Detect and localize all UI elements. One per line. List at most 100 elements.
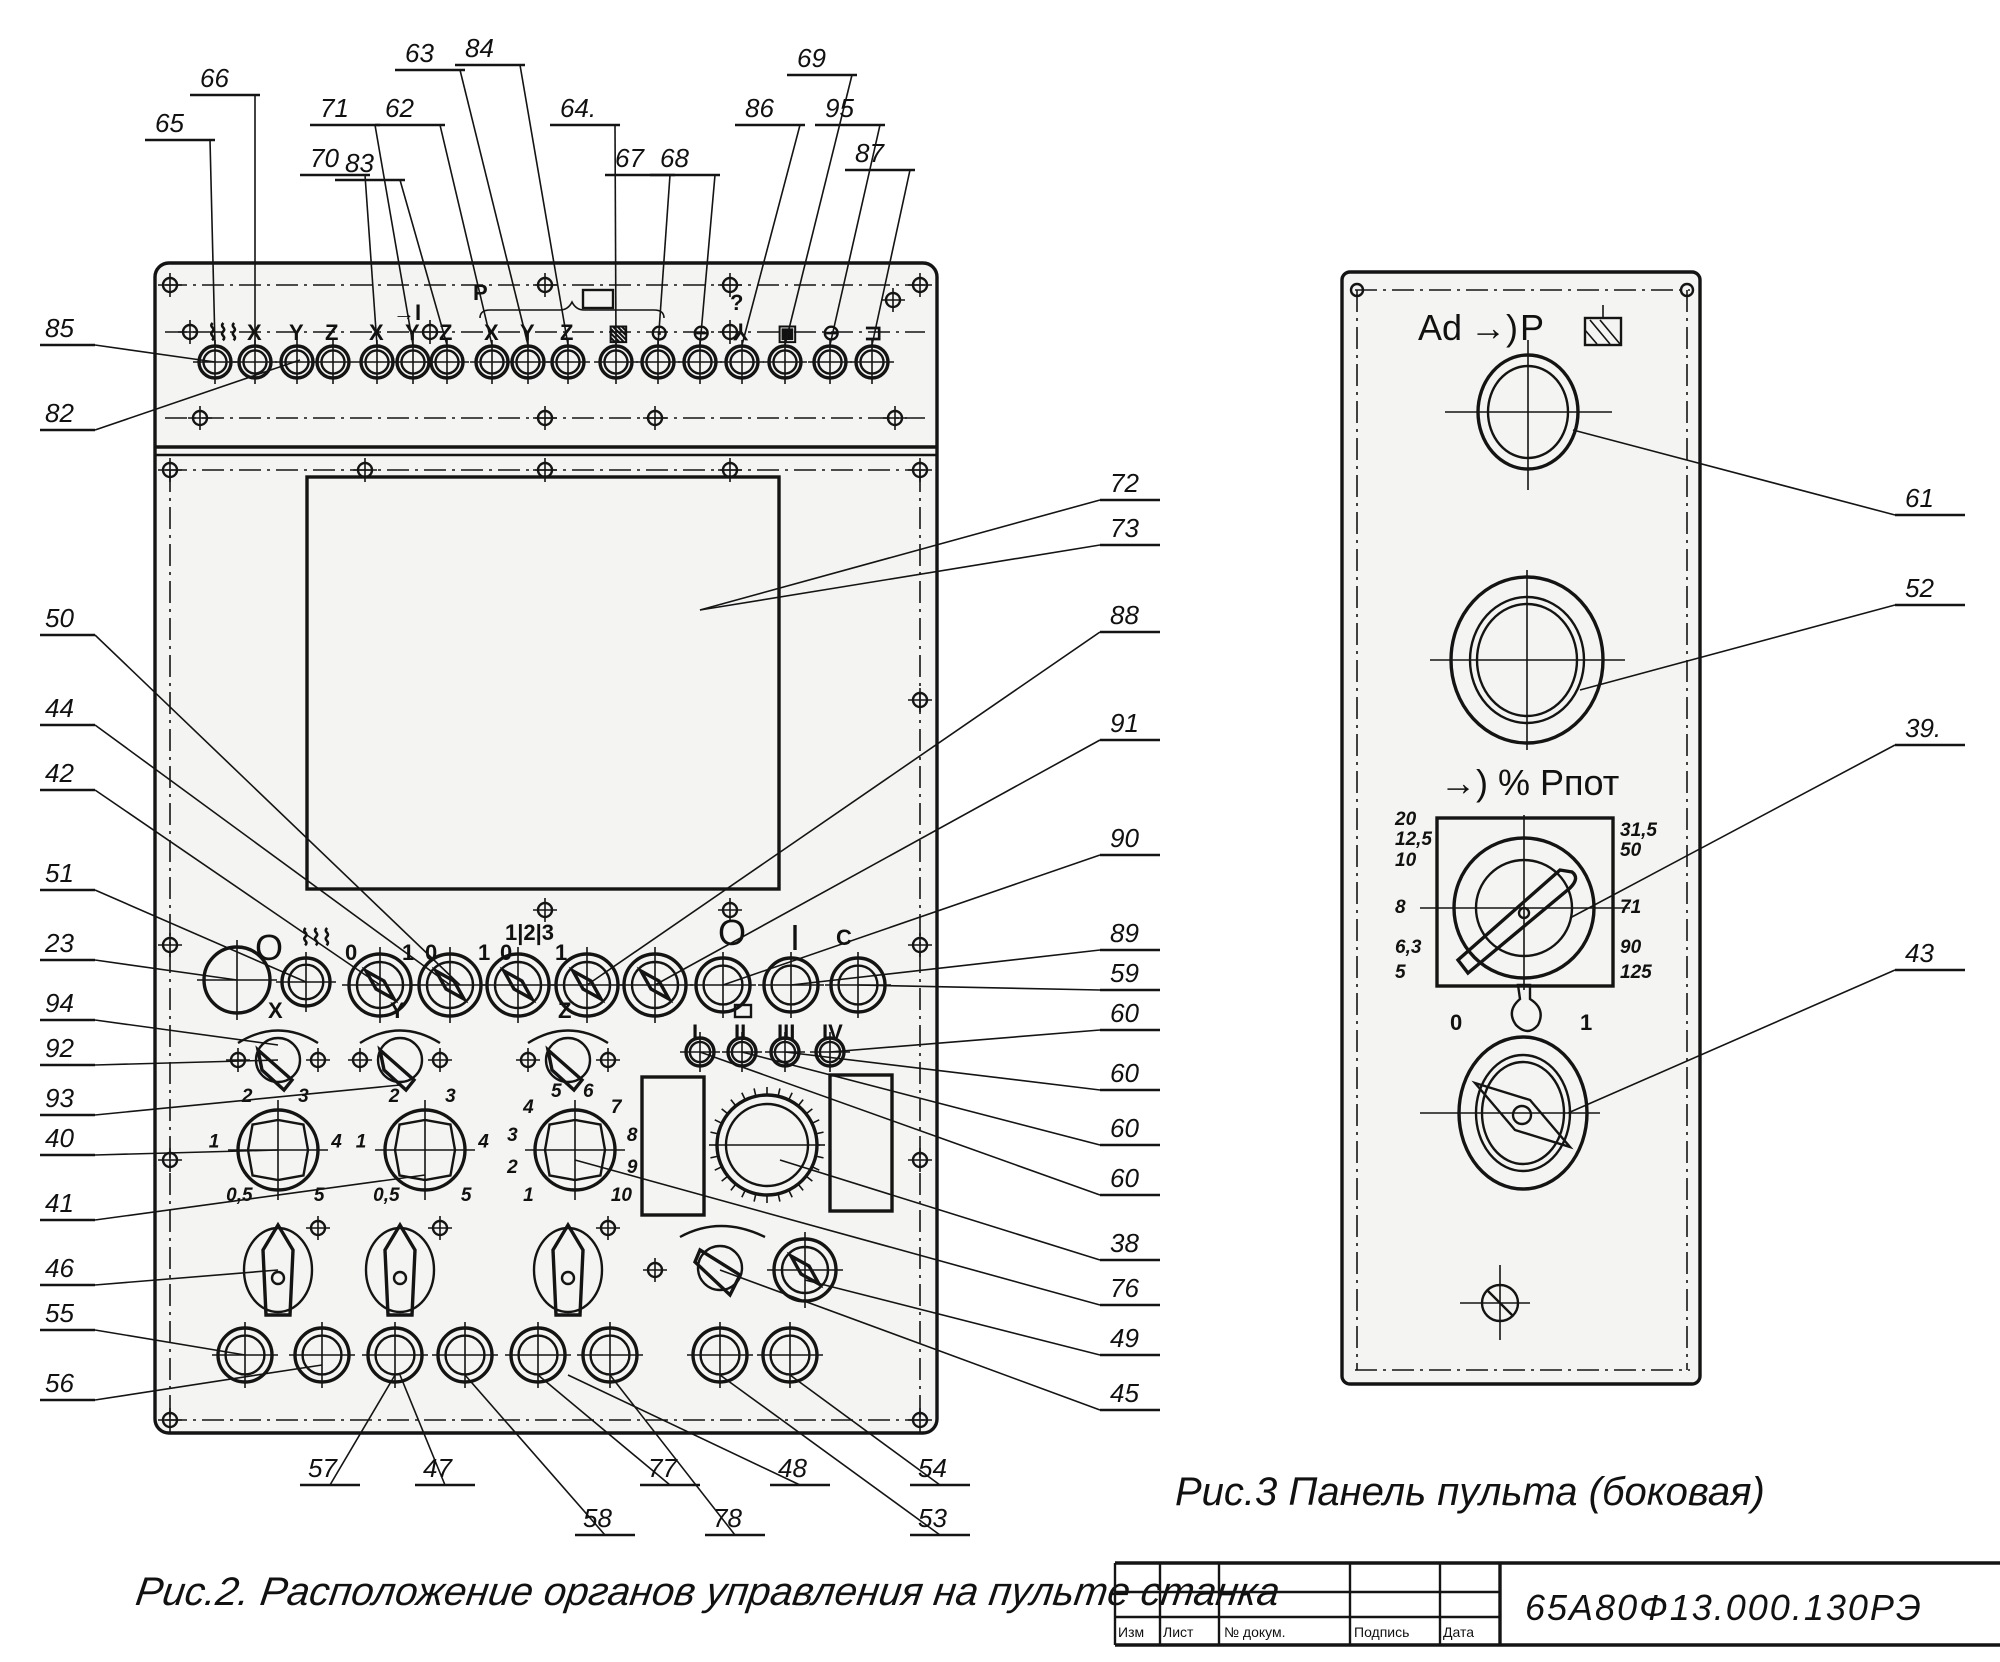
power-scale-label: 90 — [1620, 937, 1642, 958]
callout-left-51: 51 — [40, 858, 307, 983]
figure3-caption: Рис.3 Панель пульта (боковая) — [1175, 1470, 1765, 1514]
spindle-direction-switch-49[interactable] — [767, 1232, 843, 1308]
dial-scale-label: 9 — [627, 1157, 638, 1178]
lamp-button-89[interactable] — [758, 952, 824, 1018]
callout-left-85: 85 — [40, 313, 216, 363]
dial-scale-label: 4 — [477, 1131, 489, 1152]
callout-number: 69 — [797, 43, 826, 73]
top-button-2[interactable] — [233, 340, 277, 384]
top-button-symbol: Z — [560, 320, 573, 345]
dial-scale-label: 1 — [209, 1131, 220, 1152]
callout-bottom-47: 47 — [399, 1374, 475, 1487]
selector-45[interactable] — [643, 1224, 766, 1298]
callout-number: 93 — [45, 1083, 74, 1113]
button-77[interactable] — [505, 1322, 571, 1388]
dial-scale-label: 2 — [388, 1086, 400, 1107]
top-button-4[interactable] — [311, 340, 355, 384]
key-switch-91[interactable] — [617, 947, 693, 1023]
power-scale-label: 8 — [1395, 897, 1406, 918]
button-57[interactable] — [362, 1322, 428, 1388]
callout-fig3-61: 61 — [1572, 429, 1965, 517]
callout-number: 39. — [1905, 713, 1941, 743]
callout-number: 51 — [45, 858, 74, 888]
dial-scale-label: 1 — [356, 1131, 367, 1152]
lever-2[interactable] — [364, 1216, 452, 1317]
callout-number: 86 — [745, 93, 774, 123]
svg-text:O: O — [718, 912, 746, 953]
button-78[interactable] — [577, 1322, 643, 1388]
top-button-16[interactable] — [808, 340, 852, 384]
top-button-14[interactable] — [720, 340, 764, 384]
axis-selector-z[interactable]: Z — [516, 998, 620, 1093]
lamp-button-90[interactable] — [690, 952, 756, 1018]
callout-top-62: 62 — [375, 93, 493, 346]
button-53[interactable] — [687, 1322, 753, 1388]
svg-text:0: 0 — [1450, 1010, 1462, 1035]
power-scale-label: 71 — [1620, 897, 1641, 918]
callout-right-90: 90 — [722, 823, 1160, 986]
top-button-7[interactable] — [425, 340, 469, 384]
callout-number: 72 — [1110, 468, 1139, 498]
power-label: →) % Pпот — [1440, 762, 1619, 803]
clamp-symbol — [733, 1003, 753, 1019]
ad-symbol: Ad — [1418, 307, 1462, 348]
bottom-buttons — [212, 1322, 823, 1388]
top-button-9[interactable] — [506, 340, 550, 384]
button-58[interactable] — [432, 1322, 498, 1388]
callout-number: 41 — [45, 1188, 74, 1218]
button-56[interactable] — [289, 1322, 355, 1388]
callout-right-76: 76 — [574, 1159, 1160, 1307]
callout-left-92: 92 — [40, 1033, 279, 1067]
callout-bottom-77: 77 — [537, 1374, 700, 1487]
svg-text:0: 0 — [425, 940, 437, 965]
figure2-caption: Рис.2. Расположение органов управления н… — [133, 1569, 1282, 1614]
lever-3[interactable] — [532, 1216, 620, 1317]
side-panel: Ad →) P →) % Pпот 2012,51086,3531,550719… — [1340, 270, 1965, 1386]
callout-number: 76 — [1110, 1273, 1139, 1303]
callout-right-89: 89 — [790, 918, 1160, 986]
top-button-13[interactable] — [678, 340, 722, 384]
dial-scale-label: 1 — [523, 1185, 534, 1206]
top-button-15[interactable] — [763, 340, 807, 384]
callout-top-66: 66 — [190, 63, 260, 345]
callout-number: 88 — [1110, 600, 1139, 630]
callout-right-72: 72 — [699, 468, 1160, 611]
callout-right-60: 60 — [784, 1051, 1160, 1092]
callout-number: 82 — [45, 398, 74, 428]
button-54[interactable] — [757, 1322, 823, 1388]
callout-bottom-53: 53 — [719, 1374, 970, 1537]
callout-number: 48 — [778, 1453, 807, 1483]
callout-number: 54 — [918, 1453, 947, 1483]
callout-number: 46 — [45, 1253, 74, 1283]
axis-label: Y — [390, 998, 405, 1023]
top-button-11[interactable] — [594, 340, 638, 384]
top-button-symbol: ⌇⌇⌇ — [207, 320, 239, 345]
callout-number: 62 — [385, 93, 414, 123]
callout-number: 38 — [1110, 1228, 1139, 1258]
callout-top-64.: 64. — [550, 93, 620, 346]
callout-number: 60 — [1110, 1163, 1139, 1193]
top-button-17[interactable] — [850, 340, 894, 384]
dial-scale-label: 5 — [314, 1185, 325, 1206]
dial-scale-label: 2 — [506, 1157, 518, 1178]
callout-right-45: 45 — [719, 1269, 1160, 1412]
callout-right-60: 60 — [829, 998, 1160, 1053]
top-button-symbol: Z — [325, 320, 338, 345]
top-button-12[interactable] — [636, 340, 680, 384]
callout-bottom-54: 54 — [789, 1374, 970, 1487]
lever-1[interactable] — [242, 1216, 330, 1317]
top-button-10[interactable] — [546, 340, 590, 384]
callout-right-38: 38 — [779, 1159, 1160, 1262]
side-panel-outline — [1340, 270, 1702, 1386]
callout-number: 49 — [1110, 1323, 1139, 1353]
callout-right-73: 73 — [699, 513, 1160, 611]
callout-number: 92 — [45, 1033, 74, 1063]
callout-right-91: 91 — [654, 708, 1160, 986]
callout-number: 89 — [1110, 918, 1139, 948]
axis-selector-y[interactable]: Y — [348, 998, 452, 1093]
